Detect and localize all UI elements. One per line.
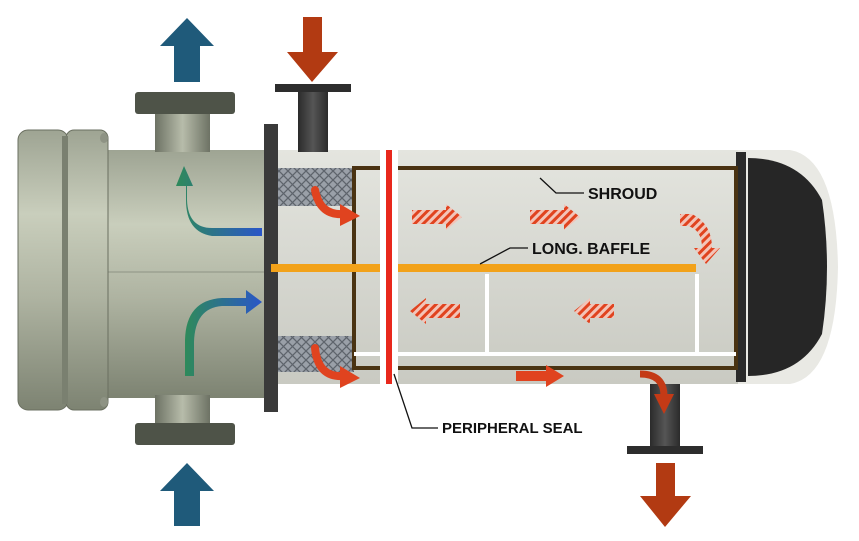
tube-inlet-nozzle xyxy=(135,395,235,445)
shell-return-curve-arrow-icon xyxy=(311,344,360,388)
shroud-leader xyxy=(539,177,584,194)
peripheral-seal xyxy=(380,150,398,384)
shroud-label: SHROUD xyxy=(588,186,657,203)
tube-outlet-arrow-icon xyxy=(160,18,214,82)
shell-outlet-arrow-icon xyxy=(640,463,691,527)
flow-turn-arrow-icon xyxy=(680,214,720,264)
long-baffle-leader xyxy=(479,247,528,265)
flow-left-arrow-icon-2 xyxy=(574,298,614,324)
channel-flange xyxy=(17,129,109,411)
flow-right-arrow-icon-1 xyxy=(412,204,462,230)
shell-inlet-arrow-icon xyxy=(287,17,338,82)
tube-flow-in-arrow-icon xyxy=(185,290,262,376)
flow-right-arrow-icon-2 xyxy=(530,204,580,230)
peripheral-seal-leader xyxy=(393,373,438,429)
flow-left-arrow-icon-1 xyxy=(410,298,460,324)
long-baffle-label: LONG. BAFFLE xyxy=(532,241,651,258)
shell-inlet-nozzle xyxy=(275,84,351,152)
tube-flow-up-arrow-icon xyxy=(176,166,262,236)
peripheral-seal-label: PERIPHERAL SEAL xyxy=(442,420,583,437)
long-baffle xyxy=(271,264,696,272)
shell-flange xyxy=(736,152,746,382)
shell-end-cap xyxy=(748,158,827,376)
shell-exit-curve-arrow-icon xyxy=(639,370,674,414)
shell-entry-curve-arrow-icon xyxy=(311,186,360,226)
tube-outlet-nozzle xyxy=(135,92,235,152)
tube-inlet-arrow-icon xyxy=(160,463,214,526)
shell-annulus-arrow-icon xyxy=(516,365,564,387)
